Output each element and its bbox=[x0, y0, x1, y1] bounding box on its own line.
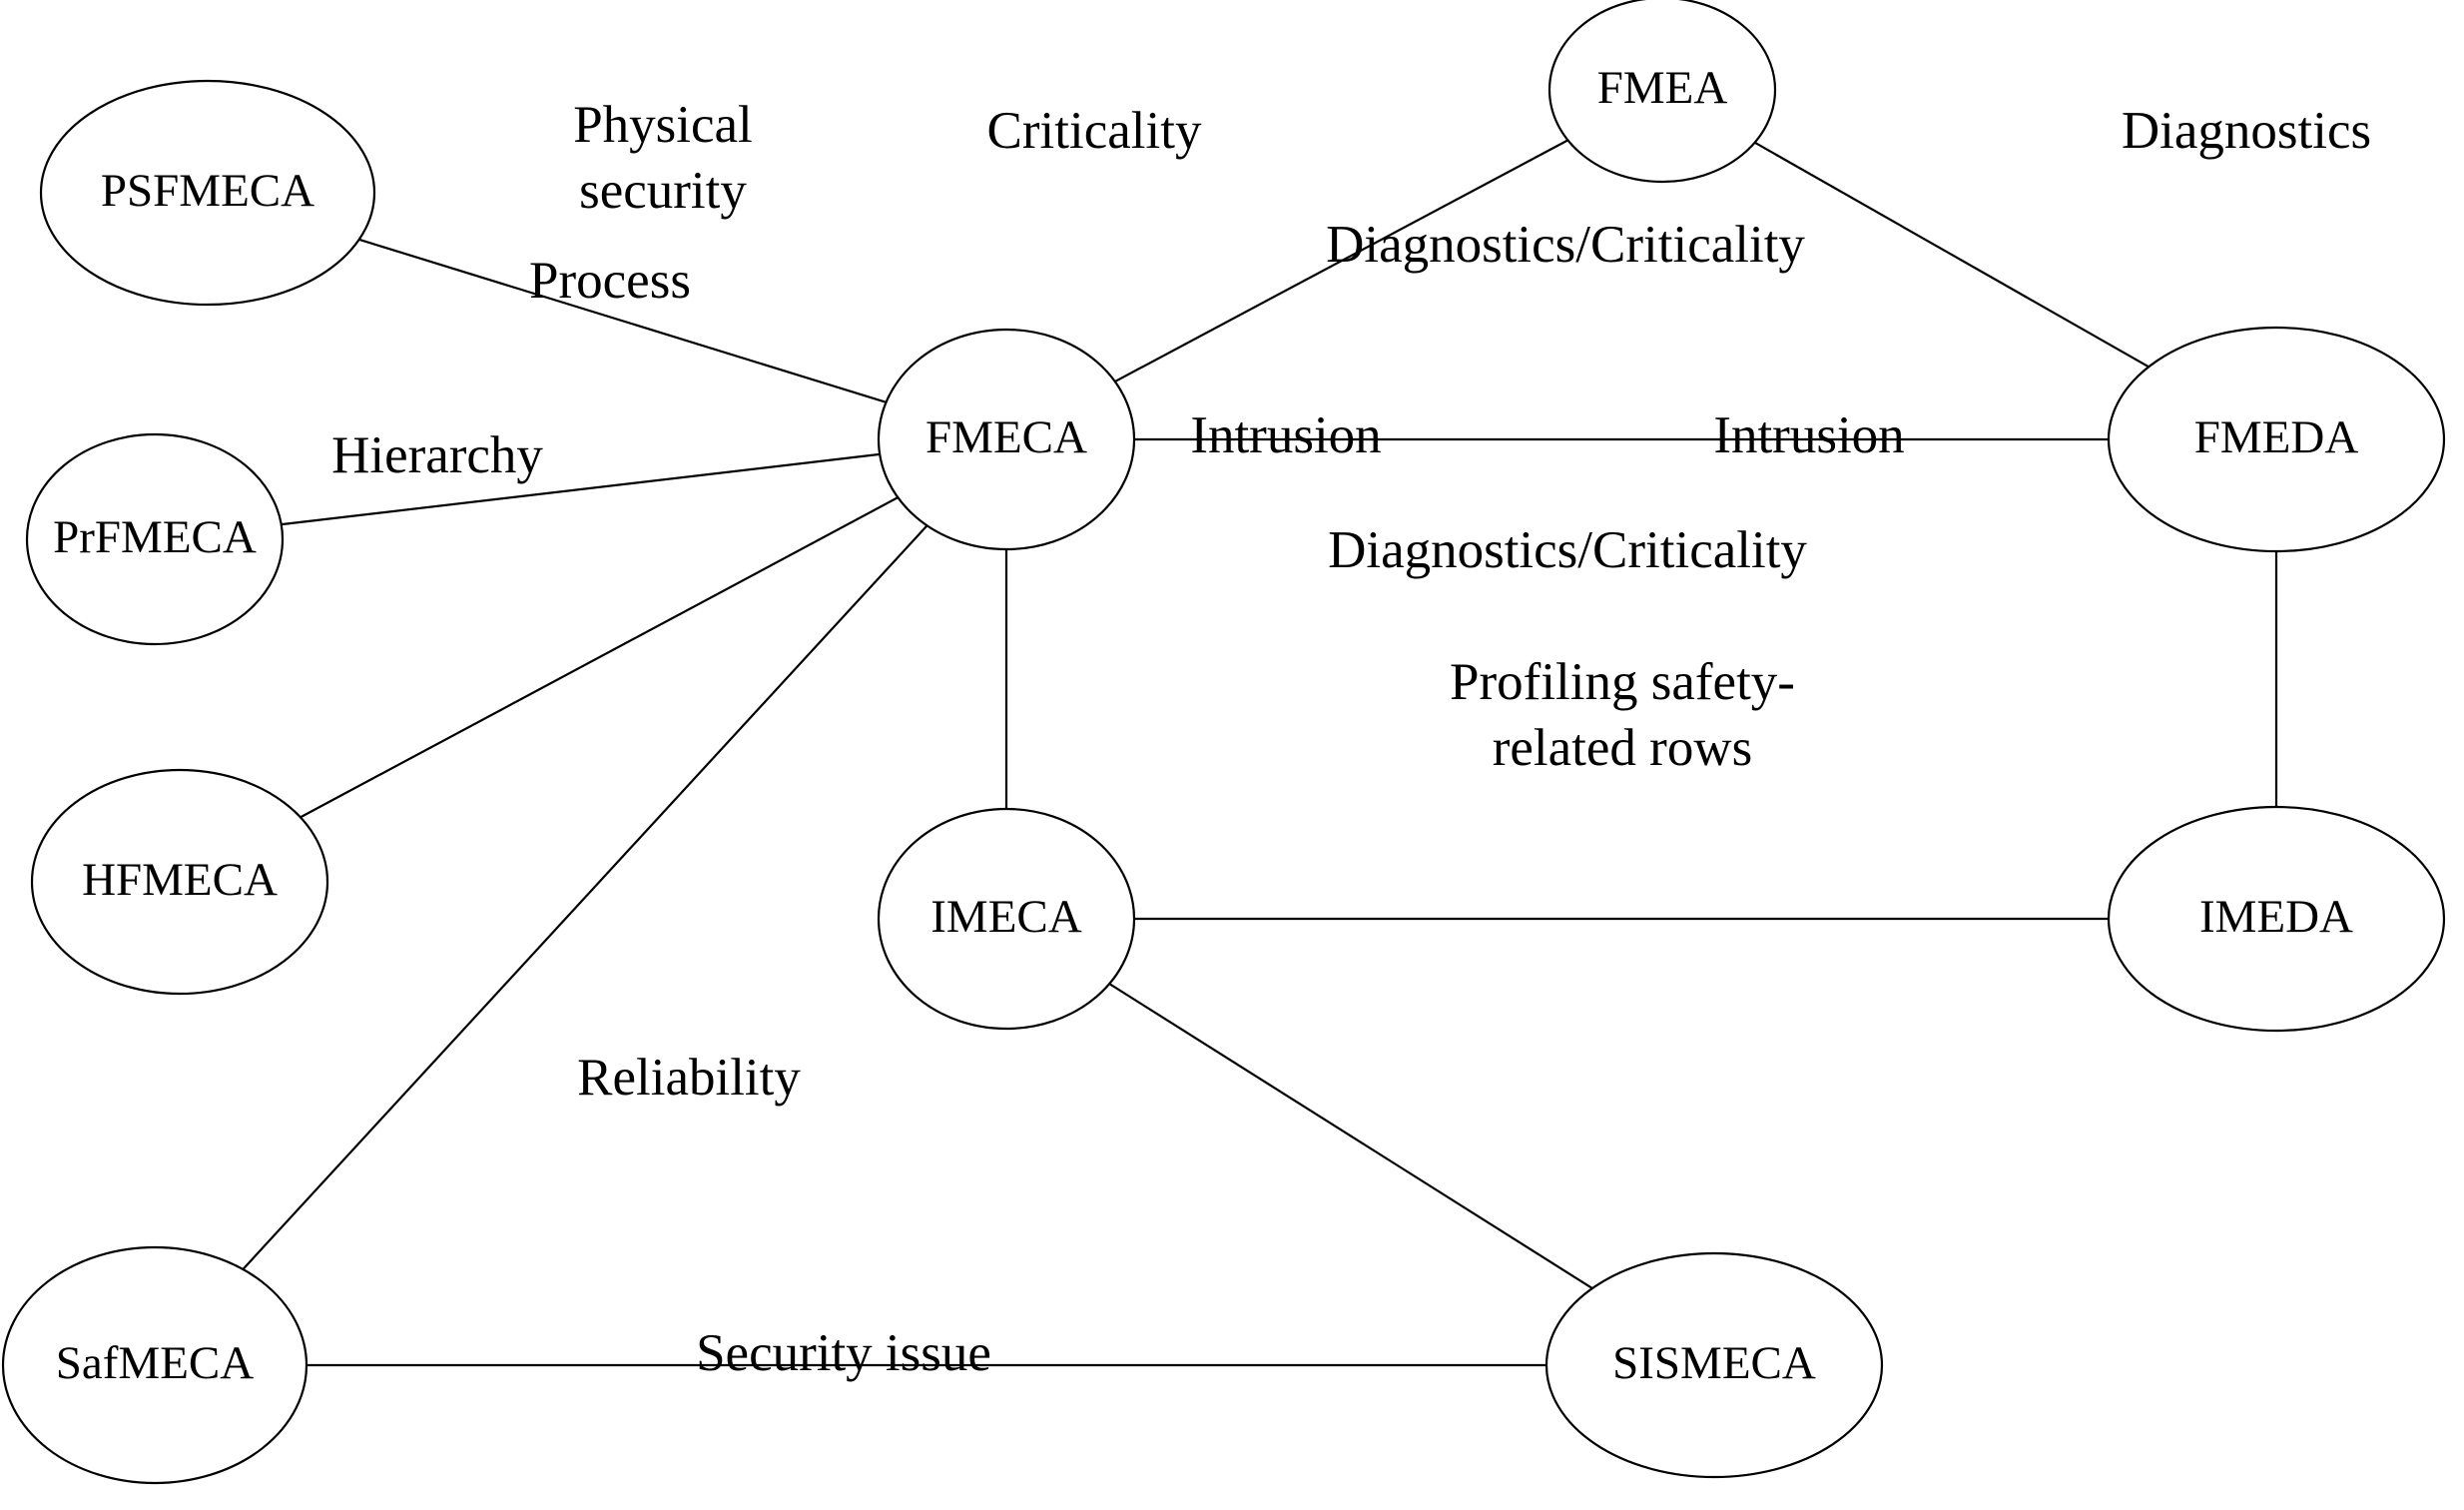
edge-label-imeca-sismeca: Profiling safety-related rows bbox=[1450, 653, 1795, 777]
node-label-prfmeca: PrFMECA bbox=[53, 511, 257, 563]
node-shape-fmeda[interactable] bbox=[2107, 326, 2446, 553]
node-label-psfmeca: PSFMECA bbox=[101, 165, 314, 217]
node-imeca[interactable]: IMECA bbox=[877, 807, 1136, 1031]
edge-psfmeca-fmeca bbox=[358, 238, 887, 403]
node-label-sismeca: SISMECA bbox=[1612, 1337, 1816, 1389]
edge-hfmeca-fmeca bbox=[300, 496, 899, 819]
node-fmeda[interactable]: FMEDA bbox=[2107, 326, 2446, 553]
node-imeda[interactable]: IMEDA bbox=[2107, 805, 2446, 1033]
node-shape-fmeca[interactable] bbox=[877, 328, 1136, 551]
edge-label-prfmeca-fmeca: Process bbox=[529, 252, 691, 310]
edge-label-fmeda-imeda: Intrusion bbox=[1713, 406, 1904, 464]
edge-fmeca-fmea bbox=[1114, 139, 1568, 383]
node-shape-sismeca[interactable] bbox=[1544, 1251, 1884, 1479]
edge-label-safmeca-sismeca: Security issue bbox=[696, 1324, 991, 1382]
edge-label-fmeca-fmeda: Diagnostics/Criticality bbox=[1326, 216, 1805, 274]
node-label-imeda: IMEDA bbox=[2199, 891, 2353, 943]
node-label-fmeca: FMECA bbox=[925, 411, 1087, 463]
node-sismeca[interactable]: SISMECA bbox=[1544, 1251, 1884, 1479]
edge-label-hfmeca-fmeca: Hierarchy bbox=[331, 426, 543, 484]
edge-label-fmea-fmeda: Diagnostics bbox=[2122, 102, 2371, 160]
node-hfmeca[interactable]: HFMECA bbox=[30, 768, 329, 996]
edges-layer bbox=[242, 139, 2278, 1367]
node-shape-safmeca[interactable] bbox=[1, 1245, 308, 1485]
edge-safmeca-fmeca bbox=[242, 524, 928, 1270]
node-shape-hfmeca[interactable] bbox=[30, 768, 329, 996]
node-safmeca[interactable]: SafMECA bbox=[1, 1245, 308, 1485]
edge-label-safmeca-fmeca: Reliability bbox=[577, 1049, 801, 1107]
node-label-imeca: IMECA bbox=[930, 891, 1082, 943]
node-shape-imeca[interactable] bbox=[877, 807, 1136, 1031]
edge-label-imeca-imeda: Diagnostics/Criticality bbox=[1328, 521, 1807, 579]
node-shape-fmea[interactable] bbox=[1547, 0, 1777, 184]
edge-prfmeca-fmeca bbox=[281, 452, 881, 526]
node-label-fmea: FMEA bbox=[1597, 62, 1728, 114]
node-shape-psfmeca[interactable] bbox=[39, 79, 376, 307]
node-label-hfmeca: HFMECA bbox=[82, 854, 278, 906]
node-fmeca[interactable]: FMECA bbox=[877, 328, 1136, 551]
node-shape-imeda[interactable] bbox=[2107, 805, 2446, 1033]
edge-imeca-sismeca bbox=[1108, 983, 1593, 1289]
node-shape-prfmeca[interactable] bbox=[25, 432, 285, 646]
node-fmea[interactable]: FMEA bbox=[1547, 0, 1777, 184]
edge-label-fmeca-imeca: Intrusion bbox=[1190, 406, 1381, 464]
node-psfmeca[interactable]: PSFMECA bbox=[39, 79, 376, 307]
edge-fmea-fmeda bbox=[1754, 141, 2150, 369]
edge-label-fmeca-fmea: Criticality bbox=[987, 102, 1202, 160]
node-prfmeca[interactable]: PrFMECA bbox=[25, 432, 285, 646]
node-label-fmeda: FMEDA bbox=[2194, 411, 2359, 463]
node-label-safmeca: SafMECA bbox=[56, 1337, 255, 1389]
nodes-layer: PSFMECA PrFMECA HFMECA SafMECA FMECA FMEA FMED… bbox=[1, 0, 2446, 1485]
